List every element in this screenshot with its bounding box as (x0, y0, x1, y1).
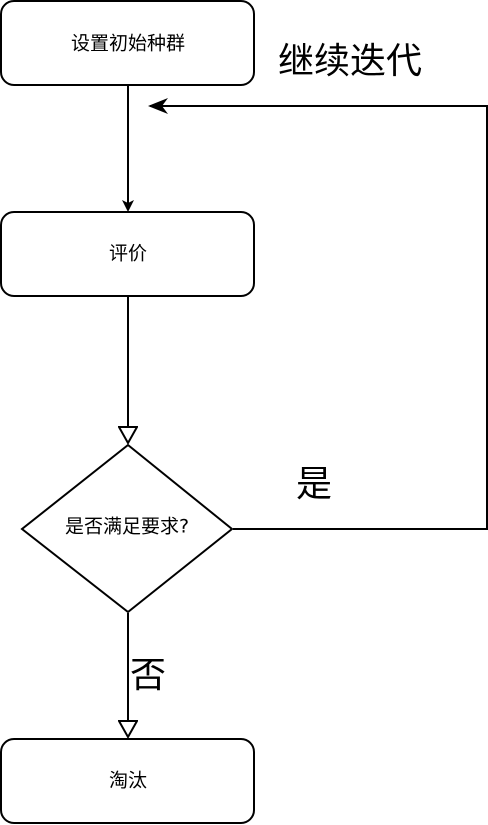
node-init-label: 设置初始种群 (71, 33, 185, 55)
edge-decision-loop-back (150, 105, 488, 530)
node-evaluate-label: 评价 (109, 243, 147, 265)
edge-label-yes: 是 (296, 464, 332, 505)
node-init-box (0, 0, 255, 86)
node-eliminate-box (0, 738, 255, 824)
node-decision-diamond (20, 443, 234, 614)
node-init: 设置初始种群 (0, 0, 255, 86)
node-evaluate: 评价 (0, 211, 255, 297)
node-evaluate-box (0, 211, 255, 297)
node-eliminate-label: 淘汰 (109, 770, 147, 792)
node-decision: 是否满足要求? (20, 443, 234, 614)
node-eliminate: 淘汰 (0, 738, 255, 824)
annotation-continue-iteration: 继续迭代 (278, 41, 422, 82)
loop-back-arrowhead (148, 98, 168, 114)
edge-label-no: 否 (130, 655, 166, 696)
node-decision-label: 是否满足要求? (65, 516, 189, 538)
